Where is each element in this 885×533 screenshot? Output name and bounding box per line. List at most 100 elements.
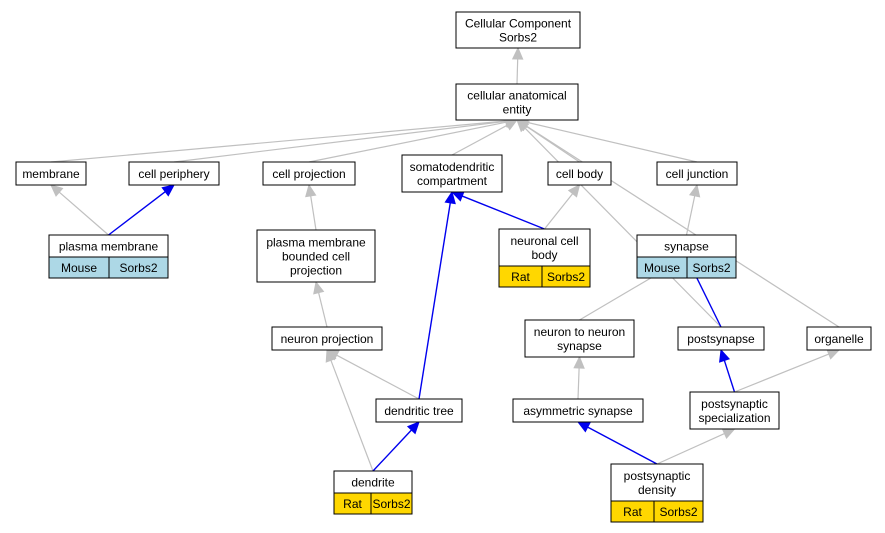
gene-cell: [686, 256, 737, 279]
node-label: membrane: [22, 167, 80, 181]
node-box: [128, 161, 220, 186]
node-label: organelle: [814, 332, 864, 346]
node-label: synapse: [557, 339, 602, 353]
node-label: compartment: [417, 174, 488, 188]
edge-ps_specialization-to-postsynapse: [723, 360, 736, 393]
node-label: cell junction: [666, 167, 729, 181]
edge-cell_periphery-to-cae: [173, 120, 507, 163]
edge-arrowhead: [161, 184, 175, 197]
gene-cell: [653, 500, 704, 523]
node-label: asymmetric synapse: [523, 404, 633, 418]
edge-neuronal_cell_body-to-cell_body: [544, 193, 574, 230]
node-dendritic-tree[interactable]: dendritic tree: [375, 398, 463, 423]
node-box: [689, 391, 780, 430]
edge-ps_density-to-asym_synapse: [587, 426, 658, 465]
edge-ps_density-to-ps_specialization: [656, 432, 725, 465]
node-membrane[interactable]: membrane: [15, 161, 87, 186]
node-label: plasma membrane: [266, 236, 366, 250]
edge-cell_junction-to-cae: [527, 121, 698, 163]
node-neuron-projection[interactable]: neuron projection: [271, 326, 383, 351]
node-cell-periphery[interactable]: cell periphery: [128, 161, 220, 186]
species-label: Rat: [623, 505, 642, 519]
edge-arrowhead: [567, 184, 581, 198]
node-cell-body[interactable]: cell body: [547, 161, 612, 186]
edge-plasma_membrane-to-cell_periphery: [108, 191, 166, 236]
node-label: postsynaptic: [701, 397, 768, 411]
node-label: body: [531, 248, 557, 262]
edge-ps_specialization-to-organelle: [734, 353, 830, 393]
node-label: somatodendritic: [410, 160, 495, 174]
edge-cae-to-root: [516, 58, 519, 85]
node-box: [271, 326, 383, 351]
edge-arrowhead: [50, 184, 64, 197]
edge-membrane-to-cae: [50, 120, 507, 163]
edge-arrowhead: [688, 183, 701, 198]
node-box: [401, 154, 503, 193]
gene-label: Sorbs2: [372, 497, 410, 511]
edge-dendritic_tree-to-somatodendritic: [418, 202, 451, 400]
edge-arrowhead: [325, 348, 337, 363]
node-label: cell periphery: [138, 167, 209, 181]
edge-arrowhead: [313, 280, 325, 295]
edge-somatodendritic-to-cae: [451, 124, 508, 156]
gene-cell: [370, 492, 413, 515]
gene-label: Sorbs2: [659, 505, 697, 519]
node-label: Sorbs2: [499, 31, 537, 45]
node-label: neuron projection: [281, 332, 374, 346]
node-label: postsynaptic: [624, 469, 691, 483]
node-box: [256, 229, 376, 283]
node-organelle[interactable]: organelle: [806, 326, 872, 351]
species-label: Rat: [343, 497, 362, 511]
node-label: specialization: [698, 411, 770, 425]
edge-dendritic_tree-to-neuron_projection: [336, 354, 420, 400]
node-cell-junction[interactable]: cell junction: [656, 161, 738, 186]
gene-label: Sorbs2: [119, 261, 157, 275]
edge-organelle-to-cae: [525, 125, 840, 328]
gene-label: Sorbs2: [547, 270, 585, 284]
edge-arrowhead: [305, 183, 317, 198]
edge-arrowhead: [444, 190, 456, 205]
edge-arrowhead: [515, 119, 530, 132]
node-label: bounded cell: [282, 250, 350, 264]
edge-plasma_membrane-to-membrane: [58, 191, 109, 236]
node-cell-projection[interactable]: cell projection: [262, 161, 356, 186]
node-label: synapse: [664, 240, 709, 254]
node-label: dendritic tree: [384, 404, 454, 418]
node-label: neuronal cell: [510, 234, 578, 248]
node-asym-synapse[interactable]: asymmetric synapse: [512, 398, 644, 423]
edge-dendrite-to-dendritic_tree: [372, 429, 412, 472]
edge-arrowhead: [406, 421, 420, 435]
node-label: cell projection: [272, 167, 345, 181]
edge-neuronal_cell_body-to-somatodendritic: [461, 195, 545, 230]
node-box: [610, 463, 704, 502]
species-label: Mouse: [61, 261, 97, 275]
edge-arrowhead: [504, 119, 519, 131]
edge-postsynapse-to-cae: [524, 127, 722, 328]
node-label: Cellular Component: [465, 17, 572, 31]
node-label: cell body: [556, 167, 603, 181]
node-postsynapse[interactable]: postsynapse: [677, 326, 765, 351]
node-box: [547, 161, 612, 186]
node-label: projection: [290, 264, 342, 278]
species-label: Rat: [511, 270, 530, 284]
edge-arrowhead: [721, 428, 736, 439]
node-label: dendrite: [351, 476, 395, 490]
edge-dendrite-to-neuron_projection: [330, 360, 374, 472]
node-box: [524, 319, 635, 358]
edge-cell_projection-to-cae: [308, 121, 507, 163]
node-label: density: [638, 483, 676, 497]
node-box: [806, 326, 872, 351]
edge-synapse-to-cell_junction: [685, 195, 696, 236]
